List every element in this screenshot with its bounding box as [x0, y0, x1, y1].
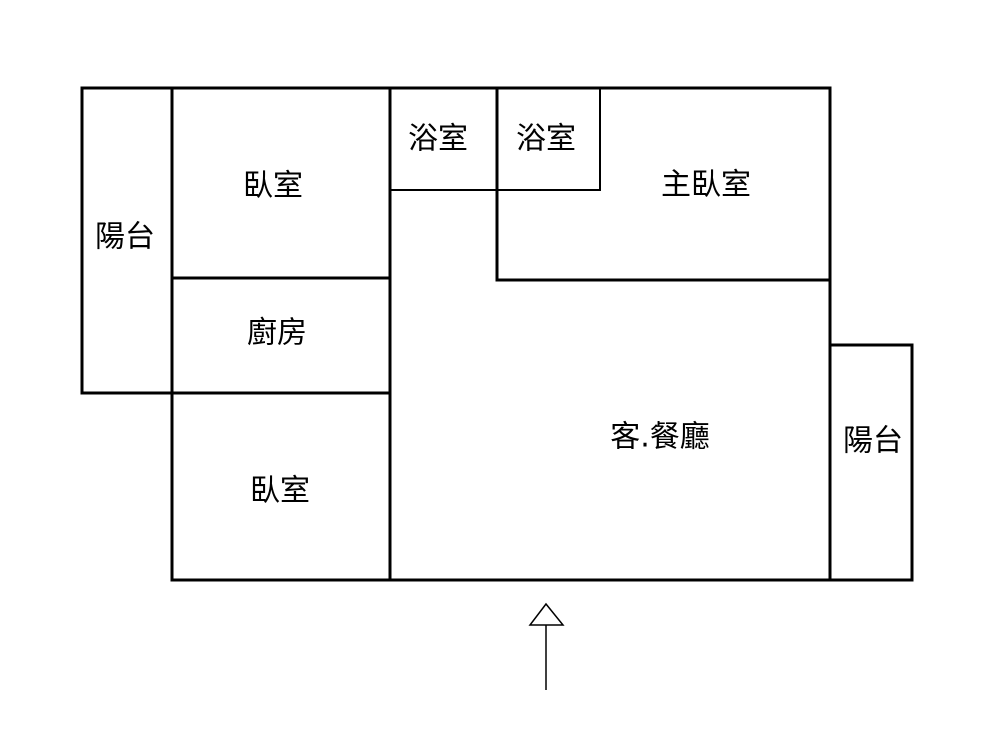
- room-kitchen: 廚房: [247, 316, 307, 351]
- walls: [80, 86, 914, 582]
- room-balcony-left: 陽台: [95, 220, 155, 255]
- balcony-right-wall: [828, 343, 914, 582]
- room-bathroom-1: 浴室: [408, 122, 468, 157]
- arrow-up-icon: [528, 602, 565, 690]
- room-bedroom-bottom: 臥室: [250, 474, 310, 509]
- room-bathroom-2: 浴室: [516, 122, 576, 157]
- main-outer-wall: [170, 86, 832, 582]
- room-bedroom-top: 臥室: [243, 169, 303, 204]
- room-living-dining: 客.餐廳: [610, 420, 710, 455]
- room-master-bedroom: 主臥室: [661, 168, 751, 203]
- room-balcony-right: 陽台: [843, 424, 903, 459]
